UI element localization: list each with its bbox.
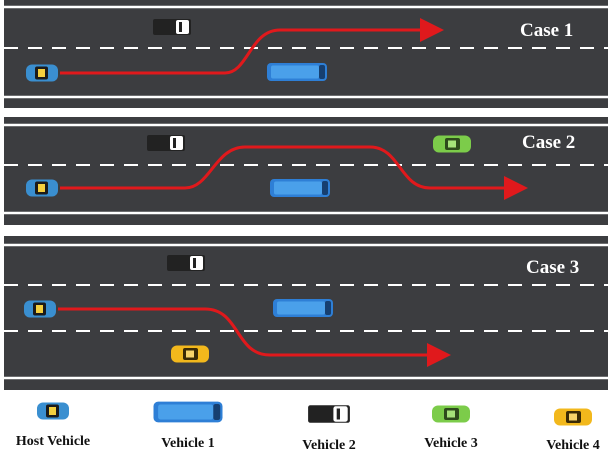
vehicle-2-icon [153, 19, 191, 35]
host-vehicle-icon [26, 179, 58, 197]
vehicle-4-icon [554, 408, 592, 426]
legend-label-vehicle-2: Vehicle 2 [302, 438, 356, 453]
host-vehicle-icon [26, 64, 58, 82]
legend-label-vehicle-3: Vehicle 3 [424, 436, 478, 451]
host-trajectory-arrow [60, 145, 528, 200]
case-2-panel: Case 2 [4, 117, 608, 225]
case-3-panel: Case 3 [4, 236, 608, 390]
vehicle-3-icon [432, 405, 470, 423]
vehicle-3-icon [433, 135, 471, 153]
case-label: Case 3 [526, 257, 579, 278]
legend-label-host-vehicle: Host Vehicle [15, 434, 91, 449]
host-vehicle-icon [37, 402, 69, 420]
road [4, 0, 608, 108]
host-trajectory-arrow [60, 18, 444, 75]
legend-label-vehicle-1: Vehicle 1 [161, 436, 215, 451]
host-trajectory-arrow [58, 307, 451, 367]
vehicle-2-icon [308, 405, 350, 423]
host-vehicle-icon [24, 300, 56, 318]
case-label: Case 1 [520, 20, 573, 41]
case-label: Case 2 [522, 132, 575, 153]
vehicle-2-icon [167, 255, 205, 271]
legend-label-vehicle-4: Vehicle 4 [546, 438, 600, 453]
vehicle-1-icon [267, 63, 327, 81]
legend [37, 401, 592, 426]
vehicle-2-icon [147, 135, 185, 151]
vehicle-1-icon [273, 299, 333, 317]
road [4, 117, 608, 225]
vehicle-1-icon [270, 179, 330, 197]
vehicle-1-icon [153, 401, 223, 423]
case-1-panel: Case 1 [4, 0, 608, 108]
vehicle-4-icon [171, 345, 209, 363]
